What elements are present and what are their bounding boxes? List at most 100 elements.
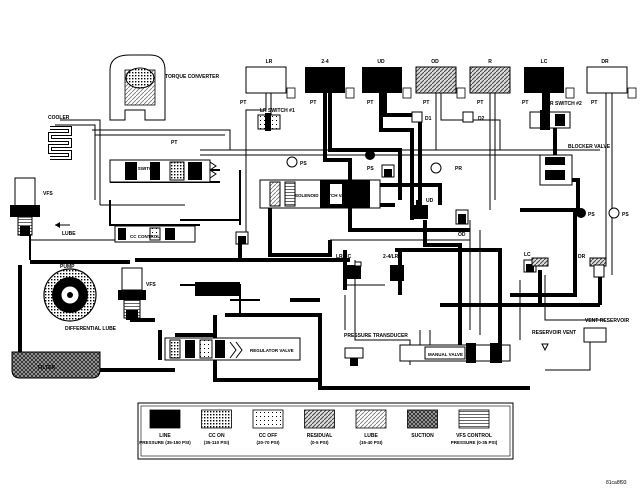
cooler-label: COOLER [48, 115, 70, 121]
clutch-2-4-label: 2-4 [321, 59, 328, 65]
reservoir: RESERVOIR VENT VENT RESERVOIR [532, 318, 629, 352]
legend-name: RESIDUAL [307, 433, 333, 439]
figure-ref: 81ca8f93 [606, 480, 627, 486]
pt-label-cc: PT [171, 140, 177, 146]
clutch-ud: UD [362, 59, 402, 93]
cc-switch-valve: CC SWITCH [109, 159, 217, 183]
cc-control-label: CC CONTROL [130, 234, 160, 239]
reservoir-vent-label: RESERVOIR VENT [532, 330, 576, 336]
lr-cc-label: LR/CC [336, 254, 352, 260]
pt-label-24: PT [310, 100, 316, 106]
clutch-ud-label: UD [377, 59, 385, 65]
lr-switch-2-label: LR SWITCH #2 [547, 101, 582, 107]
legend-range: PRESSURE (35-150 PSI) [139, 440, 191, 445]
blocker-valve: BLOCKER VALVE [539, 144, 611, 186]
d2-label: D2 [478, 116, 485, 122]
vent-reservoir-label: VENT RESERVOIR [585, 318, 629, 324]
lr-switch-1-label: LR SWITCH #1 [260, 108, 295, 114]
clutch-2-4: 2-4 [305, 59, 345, 93]
legend-range: (20-70 PSI) [256, 440, 280, 445]
regulator-valve: REGULATOR VALVE [164, 337, 301, 361]
legend-swatch [304, 409, 335, 429]
vfs-bottom-solenoid: VFS [118, 267, 156, 320]
filter-label: FILTER [38, 365, 56, 371]
clutch-r: R [469, 59, 511, 94]
legend-swatch [355, 409, 387, 429]
cc-switch-label: CC SWITCH [130, 166, 156, 171]
cooler: COOLER [48, 115, 72, 160]
clutch-lr-label: LR [266, 59, 273, 65]
legend-swatch [458, 409, 490, 429]
clutch-pressure-taps [286, 87, 637, 99]
manual-valve-label: MANUAL VALVE [428, 352, 463, 357]
torque-converter-label: TORQUE CONVERTER [165, 74, 219, 80]
vfs-top-label: VFS [43, 191, 53, 197]
lc-valve-label: LC [524, 252, 531, 258]
legend-name: VFS CONTROL [456, 433, 492, 439]
pt-label-r: PT [477, 100, 483, 106]
legend-name: CC ON [208, 433, 225, 439]
legend-name: LINE [159, 433, 171, 439]
pt-labels: PT PT PT PT PT PT PT PT [171, 100, 597, 146]
legend-name: LUBE [364, 433, 378, 439]
pressure-transducer-label: PRESSURE TRANSDUCER [344, 333, 408, 339]
differential-lube-label: DIFFERENTIAL LUBE [65, 326, 117, 332]
pr-label: PR [455, 166, 462, 172]
legend-swatch [252, 409, 284, 429]
legend-swatch [149, 409, 181, 429]
legend-range: (35-110 PSI) [204, 440, 230, 445]
vfs-bottom-label: VFS [146, 282, 156, 288]
lube-label: LUBE [62, 231, 76, 237]
tc-regulator-label: TC REGULATOR [200, 288, 236, 293]
pt-label-ud: PT [367, 100, 373, 106]
shuttle-valves: LR/CC 2-4/LR LC DR [336, 252, 607, 281]
manual-valve: MANUAL VALVE [399, 343, 511, 363]
legend-name: SUCTION [411, 433, 434, 439]
ps-label-3: PS [588, 212, 595, 218]
blocker-valve-label: BLOCKER VALVE [568, 144, 611, 150]
ps-label-2: PS [300, 161, 307, 167]
torque-converter: TORQUE CONVERTER [109, 54, 219, 121]
regulator-valve-label: REGULATOR VALVE [250, 348, 294, 353]
clutch-od-label: OD [431, 59, 439, 65]
od-accum-label: OD [458, 232, 466, 238]
clutch-lr: LR [245, 59, 287, 94]
legend-swatch [201, 409, 232, 429]
clutch-lc: LC [524, 59, 564, 93]
legend-range: PRESSURE (0-35 PSI) [451, 440, 498, 445]
cc-control-valve: CC CONTROL [114, 225, 196, 243]
ps-label-1: PS [367, 166, 374, 172]
accumulators: UD OD D1 D2 [235, 111, 537, 273]
d1-label: D1 [425, 116, 432, 122]
two-four-lr-label: 2-4/LR [383, 254, 399, 260]
pt-label-lr: PT [240, 100, 246, 106]
solenoid-switch-valve: SOLENOID SWITCH VALVE [259, 179, 381, 209]
pump: PUMP DIFFERENTIAL LUBE [43, 264, 117, 332]
legend-range: (0-5 PSI) [310, 440, 329, 445]
legend-name: CC OFF [259, 433, 278, 439]
clutch-od: OD [415, 59, 457, 94]
pt-label-od: PT [423, 100, 429, 106]
dr-valve-label: DR [578, 254, 586, 260]
legend-range: (15-40 PSI) [359, 440, 383, 445]
ud-accum-label: UD [426, 198, 434, 204]
pressure-switches: PS PS PS PS PR [286, 150, 629, 219]
tc-regulator: TC REGULATOR [195, 282, 240, 296]
legend-swatch [407, 409, 438, 429]
solenoid-switch-valve-label: SOLENOID SWITCH VALVE [295, 193, 353, 198]
vfs-top-solenoid: VFS [10, 177, 53, 236]
filter: FILTER [11, 351, 101, 379]
pt-label-lc: PT [522, 100, 528, 106]
pt-label-dr: PT [591, 100, 597, 106]
pump-label: PUMP [60, 264, 75, 270]
lube-arrow: LUBE [55, 222, 76, 237]
clutch-lc-label: LC [541, 59, 548, 65]
clutch-dr-label: DR [601, 59, 609, 65]
lr-switch-2: LR SWITCH #2 [529, 101, 582, 130]
lr-switch-1: LR SWITCH #1 [257, 108, 295, 131]
pressure-transducer: PRESSURE TRANSDUCER [344, 333, 408, 366]
clutch-dr: DR [586, 59, 628, 94]
ps-label-4: PS [622, 212, 629, 218]
